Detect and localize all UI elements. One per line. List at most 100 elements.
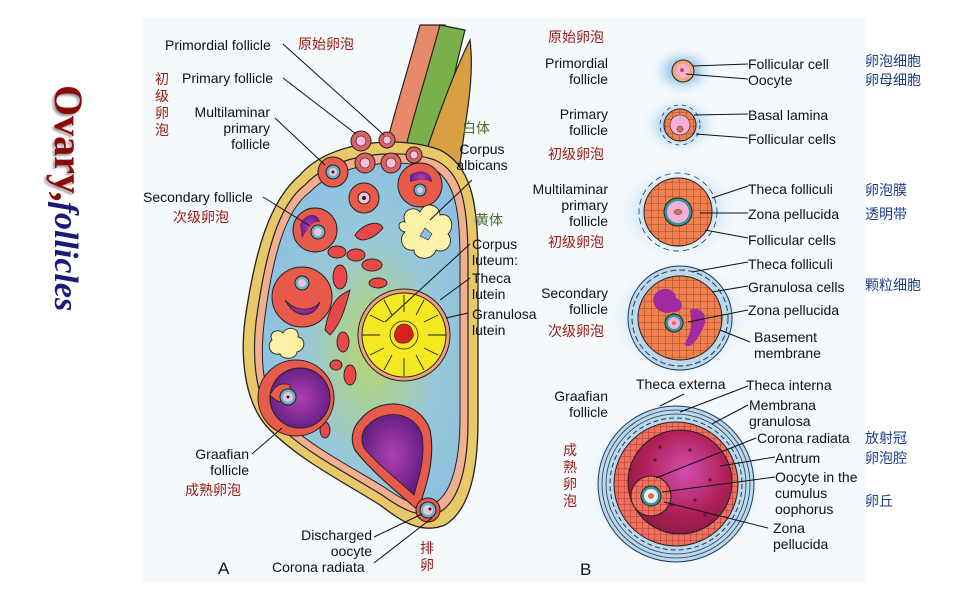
label-graafian-follicle: Graafian follicle [175, 446, 249, 478]
label-b-primordial-cn: 原始卵泡 [548, 30, 604, 46]
label-luteum-line1: Corpus [472, 236, 518, 252]
label-primary-group-cn: 初级卵泡 [155, 72, 169, 139]
label-theca-lutein: Theca lutein [472, 270, 511, 302]
label-granulosa-cells: Granulosa cells [748, 279, 845, 295]
label-theca-folliculi-cn: 卵泡膜 [865, 183, 907, 199]
label-luteum-line2: luteum: [472, 252, 518, 268]
label-antrum: Antrum [775, 450, 821, 466]
corpus-luteum [357, 288, 451, 382]
label-corona-radiata-a: Corona radiata [272, 559, 365, 575]
label-granulosa-cells-cn: 颗粒细胞 [865, 278, 921, 294]
graafian-follicle-a [257, 359, 335, 437]
label-theca-folliculi-1: Theca folliculi [748, 181, 833, 197]
label-basement-membrane: Basement membrane [754, 329, 821, 361]
label-b-primary-line2: follicle [569, 122, 608, 138]
label-corpus-albicans: Corpus albicans [452, 141, 512, 173]
label-b-secondary-cn: 次级卵泡 [548, 324, 604, 340]
primordial-follicles [350, 130, 423, 174]
label-b-graafian: Graafian follicle [530, 388, 608, 420]
label-granulosa-lutein: Granulosa lutein [472, 306, 537, 338]
label-cumulus-line3: oophorus [775, 501, 834, 517]
label-follicular-cell: Follicular cell [748, 56, 829, 72]
label-cumulus-cn: 卵丘 [865, 494, 893, 510]
label-granulosa-line2: lutein [472, 322, 506, 338]
label-b-multilaminar-line2: primary [561, 197, 608, 213]
label-cumulus-line2: cumulus [775, 485, 828, 501]
label-basement-line1: Basement [754, 329, 818, 345]
leader-lines-a [251, 43, 473, 564]
label-zona-pellucida-3: Zona pellucida [773, 520, 828, 552]
multilaminar-follicle-a [317, 156, 380, 214]
label-b-primary: Primary follicle [520, 106, 608, 138]
label-follicular-cell-cn: 卵泡细胞 [865, 54, 921, 70]
label-b-primary-cn: 初级卵泡 [548, 147, 604, 163]
label-theca-line2: lutein [472, 286, 506, 302]
label-discharged-oocyte: Discharged oocyte [280, 527, 372, 559]
label-corpus-luteum: Corpus luteum: [472, 236, 518, 268]
label-membrana-line2: granulosa [749, 413, 811, 429]
label-theca-interna: Theca interna [746, 377, 832, 393]
label-b-primordial-line1: Primordial [544, 55, 608, 71]
corpus-albicans [268, 204, 453, 359]
label-secondary-follicle: Secondary follicle [143, 189, 253, 205]
label-multilaminar-primary: Multilaminar primary follicle [180, 104, 270, 152]
label-graafian-line2: follicle [210, 462, 249, 478]
label-primordial-follicle: Primordial follicle [165, 37, 271, 53]
secondary-follicle-a [292, 162, 443, 253]
label-discharged-line1: Discharged [301, 527, 372, 543]
discharged-oocyte [415, 497, 441, 523]
label-oocyte-cumulus: Oocyte in the cumulus oophorus [775, 469, 858, 517]
label-zona-pellucida-1: Zona pellucida [748, 206, 840, 222]
label-primary-follicle: Primary follicle [182, 70, 274, 86]
label-b-multilaminar: Multilaminar primary follicle [510, 181, 608, 229]
label-b-primordial: Primordial follicle [520, 55, 608, 87]
label-b-primordial-line2: follicle [569, 71, 608, 87]
label-primordial-follicle-cn: 原始卵泡 [298, 37, 354, 53]
ovary-section [242, 24, 479, 564]
panel-letter-b: B [580, 560, 592, 579]
label-theca-line1: Theca [472, 270, 511, 286]
atretic-bodies [319, 222, 388, 439]
label-corona-radiata-cn: 放射冠 [865, 431, 907, 447]
label-antrum-cn: 卵泡腔 [865, 451, 907, 467]
label-b-multilaminar-line1: Multilaminar [532, 181, 608, 197]
label-b-primary-line1: Primary [559, 106, 608, 122]
label-basal-lamina: Basal lamina [748, 107, 829, 123]
label-b-graafian-cn: 成熟卵泡 [563, 443, 577, 510]
label-corpus-albicans-cn: 白体 [462, 121, 490, 137]
label-graafian-line1: Graafian [195, 446, 249, 462]
follicle-stages [580, 45, 776, 568]
label-b-graafian-line2: follicle [569, 404, 608, 420]
label-membrana-line1: Membrana [749, 397, 816, 413]
label-graafian-follicle-cn: 成熟卵泡 [185, 483, 241, 499]
label-oocyte-cn: 卵母细胞 [865, 73, 921, 89]
label-b-secondary: Secondary follicle [520, 285, 608, 317]
label-membrana-granulosa: Membrana granulosa [749, 397, 816, 429]
label-granulosa-line1: Granulosa [472, 306, 537, 322]
label-multilaminar-line2: primary [223, 120, 270, 136]
label-basement-line2: membrane [754, 345, 821, 361]
label-zona-pellucida-cn: 透明带 [865, 207, 907, 223]
antral-follicle-a [271, 266, 333, 328]
label-corona-radiata-b: Corona radiata [757, 430, 850, 446]
label-albicans-line1: Corpus [459, 141, 505, 157]
label-b-graafian-line1: Graafian [554, 388, 608, 404]
panel-letter-a: A [218, 559, 230, 578]
label-oocyte: Oocyte [748, 72, 793, 88]
label-ovulation-cn: 排卵 [420, 541, 434, 574]
label-discharged-line2: oocyte [330, 543, 372, 559]
label-follicular-cells-2: Follicular cells [748, 232, 836, 248]
label-b-secondary-line2: follicle [569, 301, 608, 317]
label-zona-pellucida-2: Zona pellucida [748, 302, 840, 318]
label-cumulus-line1: Oocyte in the [775, 469, 858, 485]
label-corpus-luteum-cn: 黄体 [475, 213, 503, 229]
label-secondary-follicle-cn: 次级卵泡 [173, 210, 229, 226]
label-b-multilaminar-cn: 初级卵泡 [548, 235, 604, 251]
label-zona-line1: Zona [773, 520, 805, 536]
label-b-secondary-line1: Secondary [541, 285, 608, 301]
label-theca-folliculi-2: Theca folliculi [748, 256, 833, 272]
label-zona-line2: pellucida [773, 536, 829, 552]
label-follicular-cells-1: Follicular cells [748, 131, 836, 147]
label-theca-externa: Theca externa [636, 376, 726, 392]
